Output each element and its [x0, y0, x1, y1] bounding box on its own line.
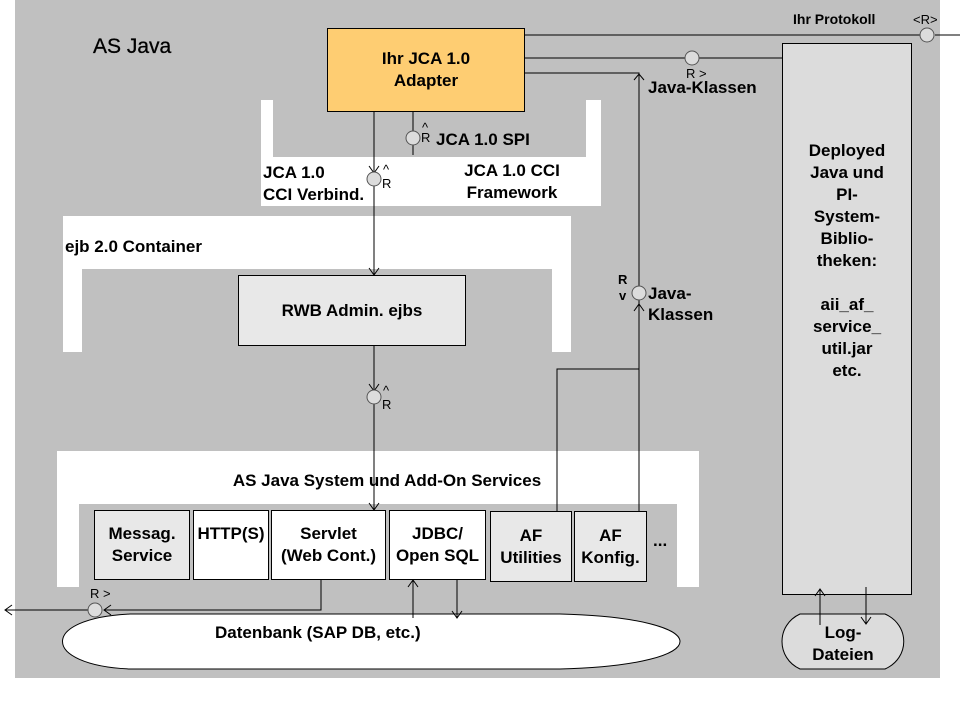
cci-role-hat: ^	[383, 162, 390, 177]
service-af-config-line2: Konfig.	[581, 547, 640, 567]
service-http[interactable]: HTTP(S)	[193, 510, 269, 580]
cci-connection-label-2: CCI Verbind.	[263, 185, 365, 204]
rwb-admin-ejbs-box[interactable]: RWB Admin. ejbs	[238, 275, 466, 346]
java-classes-arrow	[633, 73, 645, 81]
services-more: ...	[653, 531, 668, 550]
cci-connection-label-1: JCA 1.0	[263, 163, 325, 182]
libraries-line: System-	[813, 207, 881, 226]
service-jdbc[interactable]: JDBC/ Open SQL	[389, 510, 486, 580]
jca-adapter-box[interactable]: Ihr JCA 1.0 Adapter	[327, 28, 525, 112]
rwb-role-hat: ^	[383, 383, 390, 398]
database-interface-icon	[87, 602, 103, 618]
java-classes-mid-label-2: Klassen	[648, 305, 714, 324]
database-label: Datenbank (SAP DB, etc.)	[215, 623, 421, 642]
service-af-config[interactable]: AF Konfig.	[574, 511, 647, 582]
protocol-role: <R>	[913, 12, 938, 27]
java-classes-top-label: Java-Klassen	[648, 78, 757, 97]
services-label: AS Java System und Add-On Services	[232, 471, 542, 490]
database-shape	[62, 613, 681, 670]
log-up-arrow	[814, 588, 826, 597]
log-files-label-2: Dateien	[812, 645, 874, 664]
libraries-line: Biblio-	[820, 229, 874, 248]
as-java-title: AS Java	[93, 35, 172, 58]
java-classes-interface-icon	[684, 50, 700, 66]
libraries-line: Java und	[810, 163, 884, 182]
service-af-utilities-line1: AF	[519, 525, 543, 545]
rwb-role: R	[382, 397, 392, 412]
jdbc-down-arrow	[451, 610, 463, 619]
adapter-label-line1: Ihr JCA 1.0	[381, 49, 471, 68]
log-files-label-1: Log-	[824, 623, 862, 642]
protocol-label: Ihr Protokoll	[793, 11, 876, 27]
rwb-interface-icon	[366, 389, 382, 405]
service-servlet-line2: (Web Cont.)	[280, 546, 377, 565]
libraries-line: aii_af_	[820, 295, 874, 314]
libraries-line: etc.	[832, 361, 862, 380]
service-servlet[interactable]: Servlet (Web Cont.)	[271, 510, 386, 580]
libraries-line: theken:	[816, 251, 878, 270]
external-arrow	[4, 604, 13, 616]
database-role: R >	[90, 586, 111, 601]
af-utilities-line	[556, 368, 639, 511]
adapter-label-line2: Adapter	[393, 71, 459, 90]
service-jdbc-line1: JDBC/	[411, 524, 463, 543]
service-messaging-line2: Service	[111, 546, 173, 565]
spi-role-hat: ^	[422, 120, 429, 135]
java-classes-mid-arrow	[633, 303, 645, 312]
servlet-arrow	[368, 502, 380, 511]
jdbc-up-arrow	[407, 579, 419, 588]
service-messaging[interactable]: Messag. Service	[94, 510, 190, 580]
servlet-db-arrow	[103, 604, 112, 616]
java-classes-top-role: R >	[686, 66, 707, 81]
java-classes-mid-interface-icon	[631, 285, 647, 301]
service-servlet-line1: Servlet	[300, 524, 357, 543]
log-files-shape	[781, 613, 905, 670]
cci-framework-label-2: Framework	[466, 183, 558, 202]
java-classes-mid-label-1: Java-	[648, 284, 692, 303]
service-http-line1: HTTP(S)	[197, 524, 265, 543]
servlet-db-line	[104, 580, 322, 611]
protocol-interface-icon	[919, 27, 935, 43]
java-classes-mid-role-r: R	[618, 272, 628, 287]
cci-framework-label-1: JCA 1.0 CCI	[464, 161, 560, 180]
rwb-admin-ejbs-label: RWB Admin. ejbs	[281, 300, 423, 320]
service-af-utilities-line2: Utilities	[500, 547, 562, 567]
rwb-arrow	[368, 267, 380, 276]
libraries-line: PI-	[836, 185, 858, 204]
service-af-utilities[interactable]: AF Utilities	[490, 511, 572, 582]
libraries-line: util.jar	[821, 339, 873, 358]
deployed-libraries-box[interactable]: Deployed Java und PI- System- Biblio- th…	[782, 43, 912, 595]
libraries-line: Deployed	[808, 141, 886, 160]
libraries-line: service_	[812, 317, 882, 336]
service-messaging-line1: Messag.	[108, 524, 176, 543]
java-classes-mid-role-v: v	[619, 288, 627, 303]
ejb-container-label: ejb 2.0 Container	[65, 237, 202, 256]
cci-role: R	[382, 176, 392, 191]
spi-interface-icon	[405, 130, 421, 146]
service-af-config-line1: AF	[599, 525, 622, 545]
log-down-arrow	[860, 616, 872, 625]
jca-spi-label: JCA 1.0 SPI	[436, 130, 530, 149]
service-jdbc-line2: Open SQL	[395, 546, 480, 565]
spi-role: R	[421, 130, 431, 145]
cci-interface-icon	[366, 171, 382, 187]
